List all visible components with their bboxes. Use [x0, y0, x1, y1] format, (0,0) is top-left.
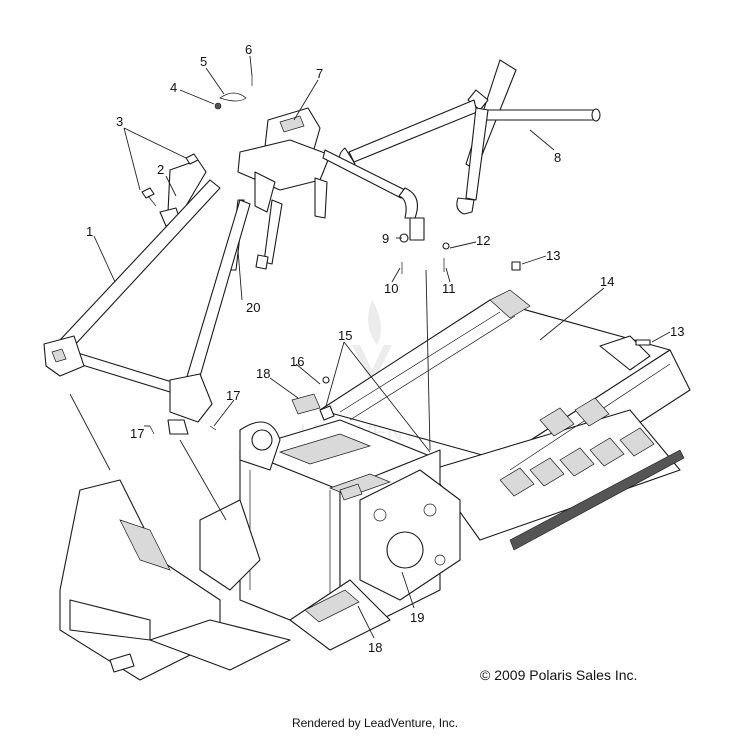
callout-9: 9 [382, 231, 389, 246]
callout-10: 10 [384, 281, 398, 296]
callout-7: 7 [316, 66, 323, 81]
callout-15: 15 [338, 328, 352, 343]
part-18-pad-upper [291, 393, 321, 415]
part-15-bolt [319, 405, 335, 421]
hardware-fasteners [141, 76, 651, 501]
callout-11: 11 [442, 281, 456, 296]
callout-13-lower: 13 [670, 324, 684, 339]
callout-4: 4 [170, 80, 177, 95]
part-13-pin-lower [635, 339, 651, 346]
callout-8: 8 [554, 150, 561, 165]
footrest-ribs [499, 397, 655, 497]
callout-17-right: 17 [226, 388, 240, 403]
part-13-pin-upper [511, 261, 521, 271]
copyright-notice: © 2009 Polaris Sales Inc. [480, 667, 638, 683]
callout-18-upper: 18 [256, 366, 270, 381]
part-14-tunnel [319, 289, 691, 551]
callout-labels: 1 2 3 4 5 6 7 8 9 10 11 12 13 13 14 15 1… [86, 42, 684, 655]
chassis-bulkhead [239, 419, 461, 641]
callout-17-left: 17 [130, 426, 144, 441]
front-suspension-cradle [59, 421, 391, 681]
callout-18-lower: 18 [368, 640, 382, 655]
callout-20: 20 [246, 300, 260, 315]
callout-14: 14 [600, 274, 614, 289]
part-8-steering-post [338, 59, 601, 215]
part-1-front-frame-tubes [43, 179, 251, 435]
callout-12: 12 [476, 233, 490, 248]
part-16-nut [322, 376, 330, 384]
part-5-clip [219, 92, 247, 102]
callout-16: 16 [290, 354, 304, 369]
render-credit-footer: Rendered by LeadVenture, Inc. [291, 716, 459, 730]
part-7-upper-bracket [237, 107, 425, 241]
part-17-bolt-left [149, 425, 155, 435]
callout-1: 1 [86, 224, 93, 239]
callout-2: 2 [157, 162, 164, 177]
part-3-bolt-upper [185, 153, 199, 165]
part-17-bolt-right [209, 425, 217, 431]
part-4-nut [214, 102, 222, 110]
callout-6: 6 [245, 42, 252, 57]
part-3-bolt-lower [141, 187, 155, 199]
part-18-pad-center [339, 483, 363, 501]
callout-19: 19 [410, 610, 424, 625]
callout-13-upper: 13 [546, 248, 560, 263]
callout-5: 5 [200, 54, 207, 69]
leader-lines [69, 55, 671, 639]
part-12-nut [442, 242, 450, 250]
callout-3: 3 [116, 114, 123, 129]
